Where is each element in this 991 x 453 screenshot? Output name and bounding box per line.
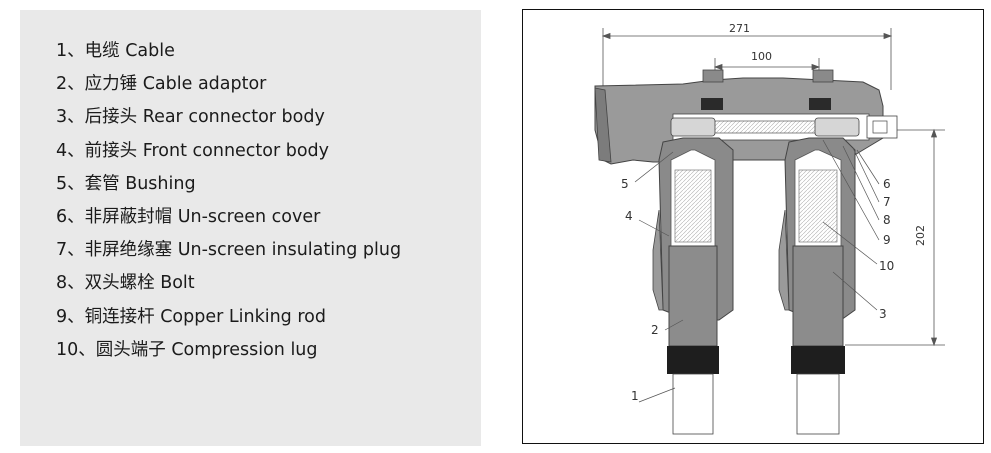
callout-9: 9	[883, 233, 891, 247]
connector-cross-section: 271 100 202	[594, 22, 945, 435]
copper-linking-rod	[670, 113, 898, 141]
dimension-overall-width	[601, 28, 893, 90]
dimension-center-spacing-label: 100	[751, 50, 772, 63]
callout-10: 10	[879, 259, 894, 273]
dimension-height	[845, 128, 945, 347]
right-cable-adaptor	[791, 245, 845, 435]
callout-7: 7	[883, 195, 891, 209]
legend-item-cable-adaptor: 2、应力锤 Cable adaptor	[56, 74, 267, 95]
legend-item-un-screen-insulating-plug: 7、非屏绝缘塞 Un-screen insulating plug	[56, 240, 402, 261]
left-cable-adaptor	[667, 245, 719, 435]
callout-8: 8	[883, 213, 891, 227]
leader-lines	[634, 139, 880, 403]
legend-item-cable: 1、电缆 Cable	[56, 41, 175, 61]
callout-1: 1	[631, 389, 639, 403]
dimension-overall-width-label: 271	[729, 22, 750, 35]
legend-item-un-screen-cover: 6、非屏蔽封帽 Un-screen cover	[56, 206, 321, 227]
legend-item-copper-linking-rod: 9、铜连接杆 Copper Linking rod	[56, 306, 326, 327]
dimension-height-label: 202	[914, 225, 927, 246]
legend-list: 1、电缆 Cable 2、应力锤 Cable adaptor 3、后接头 Rea…	[56, 35, 401, 367]
legend-panel: 1、电缆 Cable 2、应力锤 Cable adaptor 3、后接头 Rea…	[20, 10, 481, 446]
callout-2: 2	[651, 323, 659, 337]
callout-3: 3	[879, 307, 887, 321]
technical-drawing: 271 100 202	[522, 9, 984, 444]
legend-item-bushing: 5、套管 Bushing	[56, 173, 196, 194]
callout-4: 4	[625, 209, 633, 223]
callout-6: 6	[883, 177, 891, 191]
legend-item-bolt: 8、双头螺栓 Bolt	[56, 273, 195, 294]
legend-item-compression-lug: 10、圆头端子 Compression lug	[56, 339, 318, 360]
legend-item-front-connector-body: 4、前接头 Front connector body	[56, 140, 330, 161]
legend-item-rear-connector-body: 3、后接头 Rear connector body	[56, 107, 325, 128]
callout-5: 5	[621, 177, 629, 191]
